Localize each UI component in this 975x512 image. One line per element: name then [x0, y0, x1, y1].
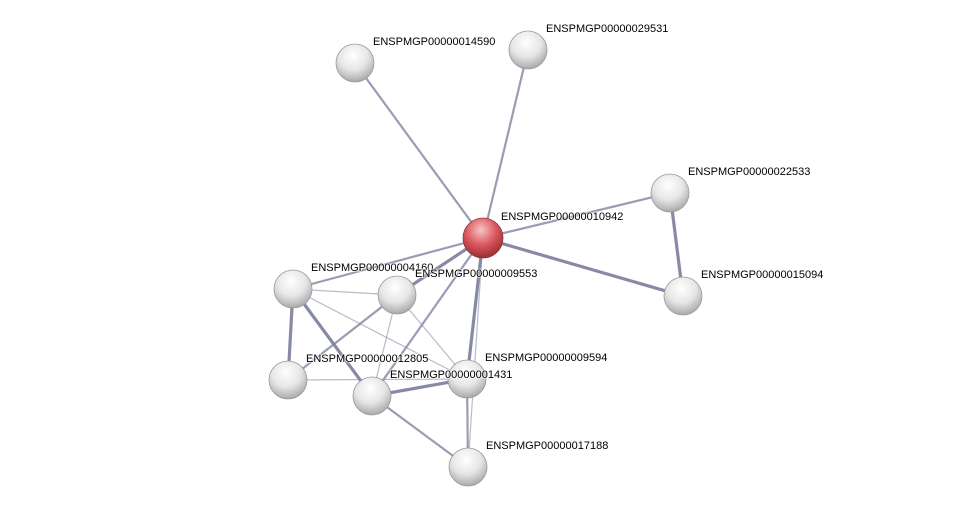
- protein-node-n15094[interactable]: [663, 276, 703, 316]
- node-label: ENSPMGP00000022533: [688, 166, 810, 178]
- protein-node-n1431[interactable]: [352, 376, 392, 416]
- node-label: ENSPMGP00000014590: [373, 36, 495, 48]
- edge-n1431-n17188[interactable]: [370, 394, 470, 469]
- node-label: ENSPMGP00000015094: [701, 269, 823, 281]
- node-label: ENSPMGP00000029531: [546, 23, 668, 35]
- edge-n10942-n15094[interactable]: [481, 236, 685, 298]
- node-label: ENSPMGP00000009594: [485, 352, 607, 364]
- node-label: ENSPMGP00000012805: [306, 353, 428, 365]
- protein-node-n9594[interactable]: [447, 359, 487, 399]
- edges-layer: [286, 48, 685, 469]
- edge-n4160-n1431[interactable]: [291, 287, 374, 398]
- edge-n4160-n9594[interactable]: [292, 288, 468, 380]
- node-label: ENSPMGP00000017188: [486, 440, 608, 452]
- protein-node-n29531[interactable]: [508, 30, 548, 70]
- edge-n9553-n12805[interactable]: [286, 293, 399, 382]
- protein-node-n17188[interactable]: [448, 447, 488, 487]
- protein-node-n4160[interactable]: [273, 269, 313, 309]
- edge-n10942-n22533[interactable]: [481, 191, 672, 240]
- node-label: ENSPMGP00000001431: [390, 369, 512, 381]
- node-label: ENSPMGP00000009553: [415, 268, 537, 280]
- protein-node-n9553[interactable]: [377, 275, 417, 315]
- node-label: ENSPMGP00000004160: [311, 262, 433, 274]
- edge-n10942-n29531[interactable]: [481, 48, 530, 240]
- edge-n10942-n4160[interactable]: [291, 236, 485, 291]
- labels-layer: ENSPMGP00000014590 ENSPMGP00000029531ENSP…: [305, 22, 824, 453]
- nodes-layer: [268, 30, 703, 487]
- edge-n10942-n14590[interactable]: [353, 61, 485, 240]
- protein-node-n14590[interactable]: [335, 43, 375, 83]
- edge-n10942-n17188[interactable]: [467, 237, 484, 468]
- protein-node-n22533[interactable]: [650, 173, 690, 213]
- edge-n10942-n9594[interactable]: [465, 236, 485, 381]
- query-protein-node[interactable]: [462, 217, 504, 259]
- protein-node-n12805[interactable]: [268, 360, 308, 400]
- node-label: ENSPMGP00000010942: [501, 211, 623, 223]
- edge-n10942-n1431[interactable]: [370, 236, 485, 398]
